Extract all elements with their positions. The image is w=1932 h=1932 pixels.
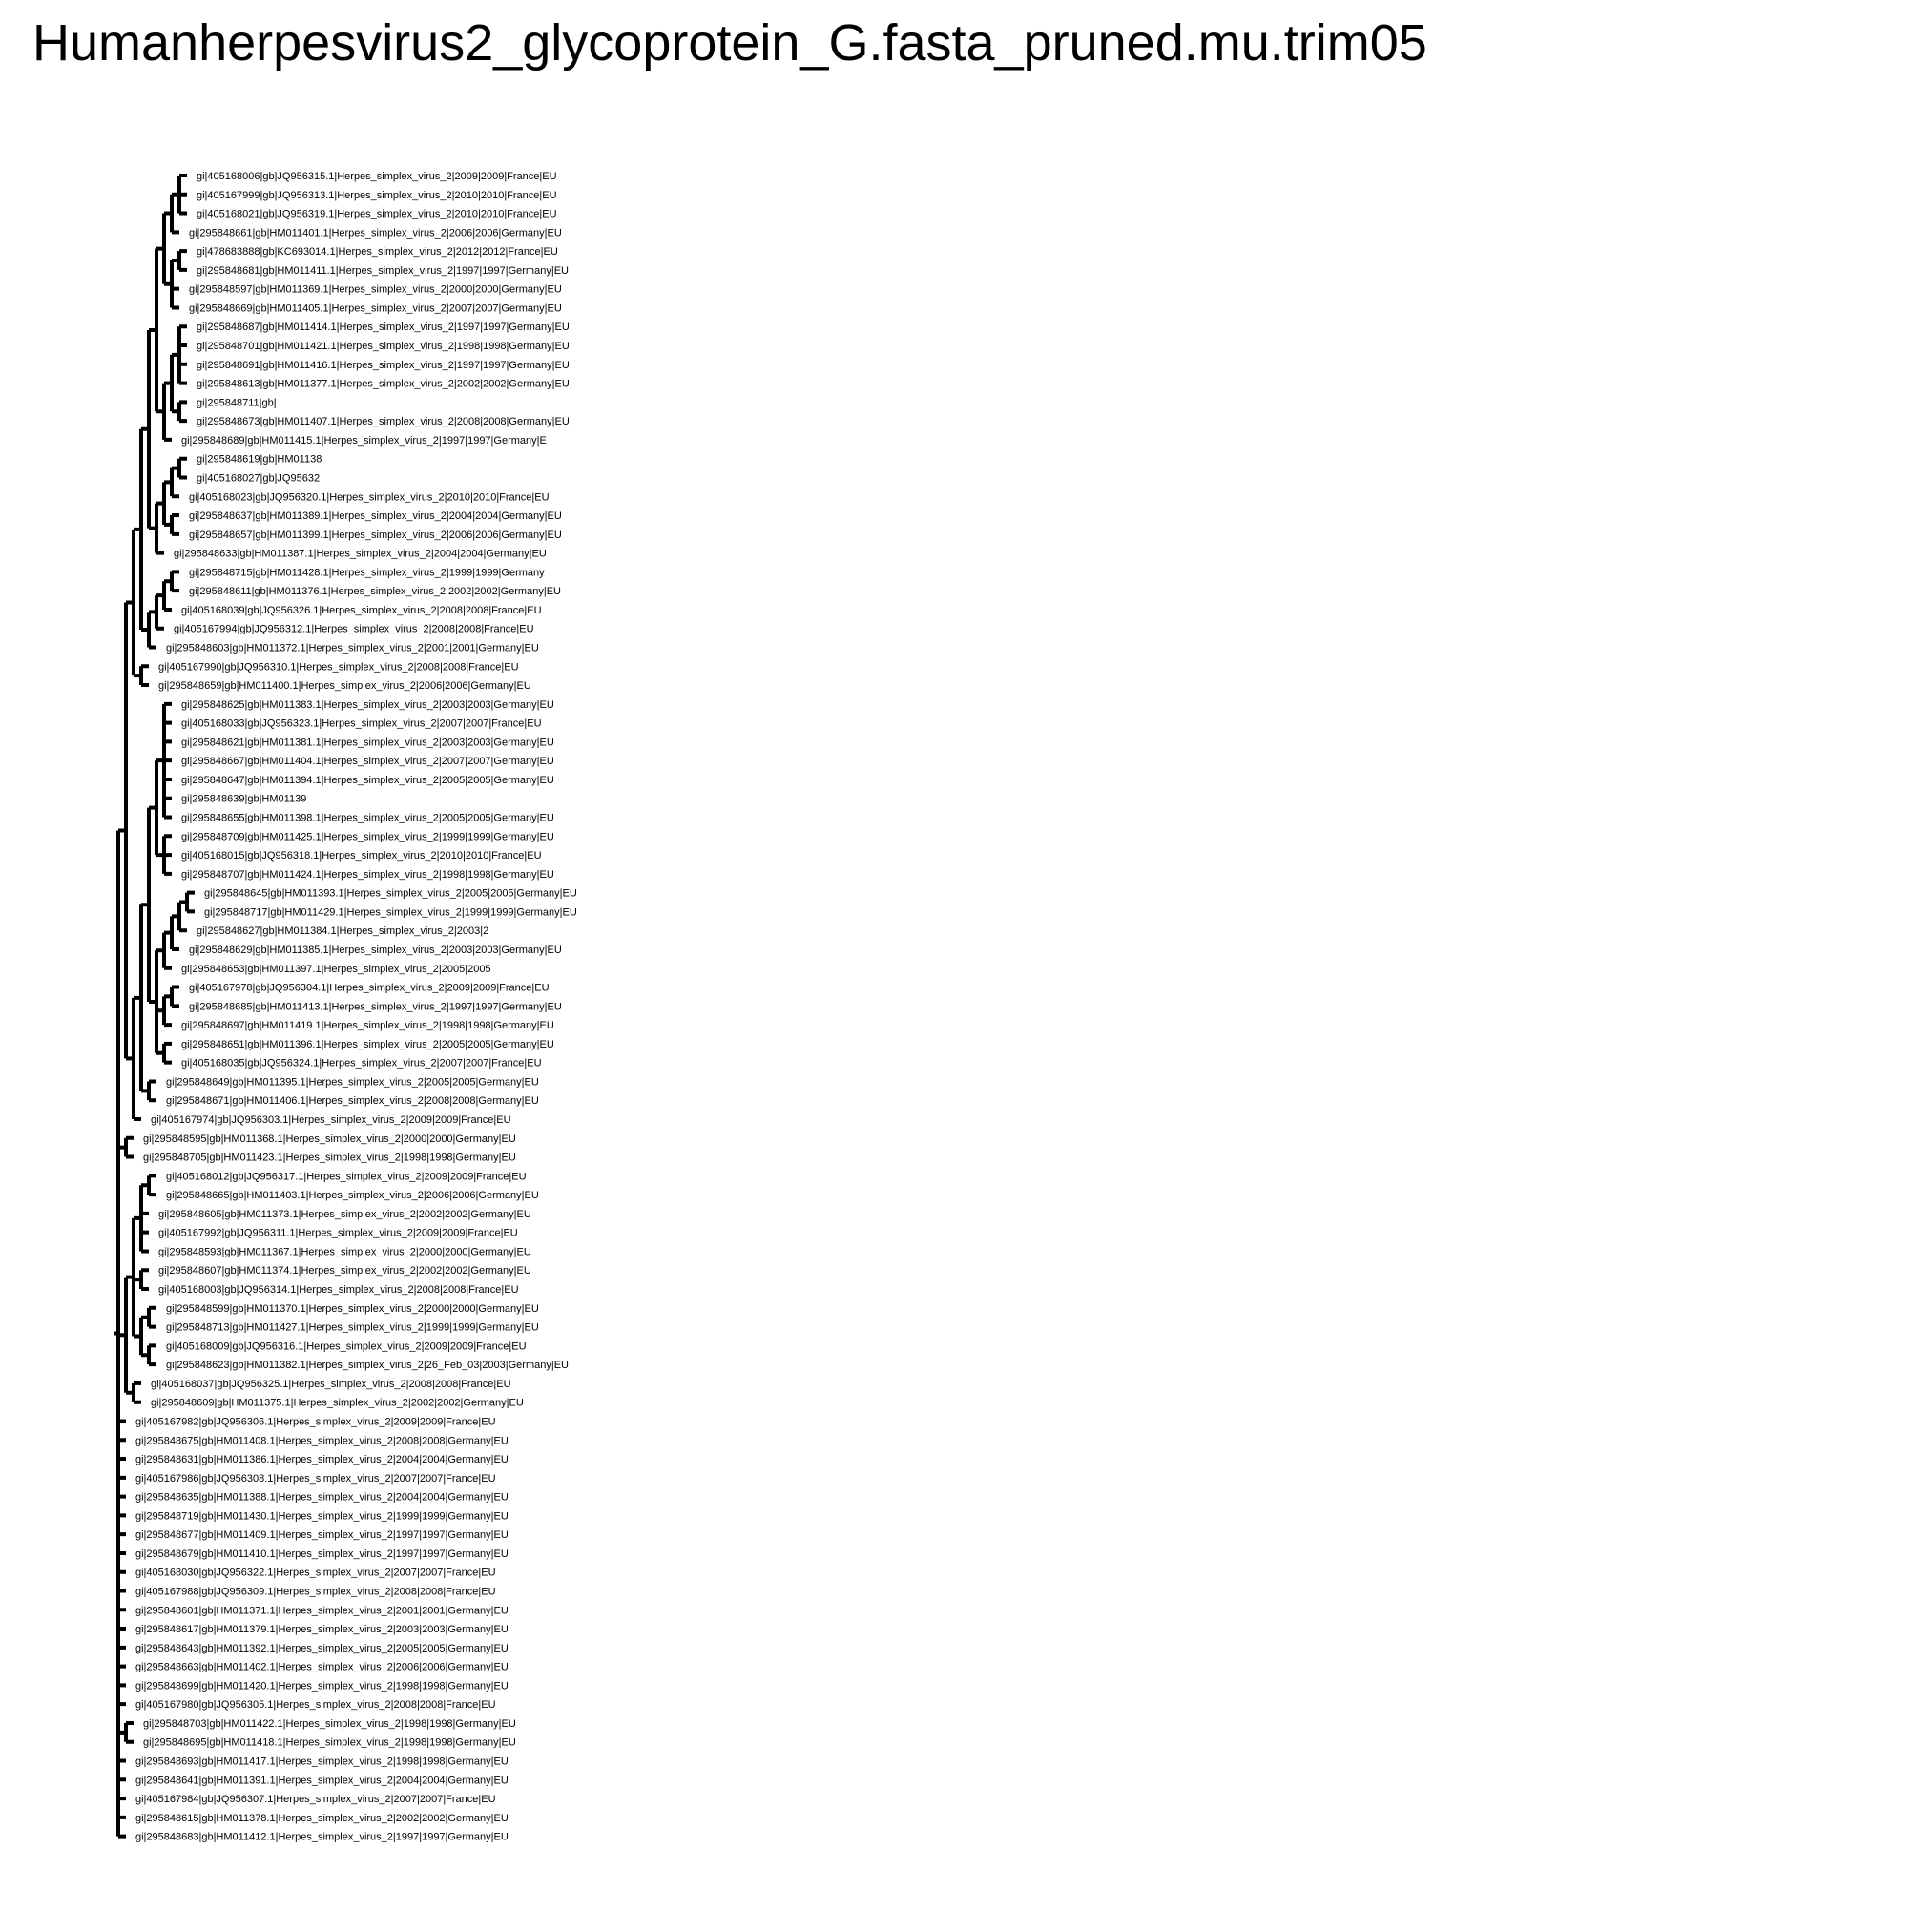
tip-label-33: gi|295848639|gb|HM01139 — [181, 794, 306, 805]
tip-label-52: gi|295848705|gb|HM011423.1|Herpes_simple… — [143, 1153, 516, 1164]
tip-label-49: gi|295848671|gb|HM011406.1|Herpes_simple… — [166, 1095, 539, 1107]
tip-label-31: gi|295848667|gb|HM011404.1|Herpes_simple… — [181, 756, 554, 767]
tip-label-61: gi|295848713|gb|HM011427.1|Herpes_simple… — [166, 1322, 539, 1334]
tip-label-78: gi|295848643|gb|HM011392.1|Herpes_simple… — [135, 1643, 509, 1654]
tip-label-74: gi|405168030|gb|JQ956322.1|Herpes_simple… — [135, 1568, 496, 1579]
tip-label-79: gi|295848663|gb|HM011402.1|Herpes_simple… — [135, 1662, 509, 1673]
tip-label-18: gi|295848637|gb|HM011389.1|Herpes_simple… — [189, 510, 562, 522]
tip-label-32: gi|295848647|gb|HM011394.1|Herpes_simple… — [181, 775, 554, 786]
tip-label-73: gi|295848679|gb|HM011410.1|Herpes_simple… — [135, 1548, 509, 1560]
tip-label-70: gi|295848635|gb|HM011388.1|Herpes_simple… — [135, 1492, 509, 1504]
tip-label-82: gi|295848703|gb|HM011422.1|Herpes_simple… — [143, 1718, 516, 1730]
tip-label-9: gi|295848701|gb|HM011421.1|Herpes_simple… — [197, 341, 570, 352]
tip-label-81: gi|405167980|gb|JQ956305.1|Herpes_simple… — [135, 1699, 496, 1711]
tip-label-19: gi|295848657|gb|HM011399.1|Herpes_simple… — [189, 530, 562, 541]
tip-label-15: gi|295848619|gb|HM01138 — [197, 454, 322, 466]
tip-label-25: gi|295848603|gb|HM011372.1|Herpes_simple… — [166, 643, 539, 654]
tip-label-84: gi|295848693|gb|HM011417.1|Herpes_simple… — [135, 1756, 509, 1768]
tip-label-65: gi|295848609|gb|HM011375.1|Herpes_simple… — [151, 1398, 524, 1409]
tip-label-17: gi|405168023|gb|JQ956320.1|Herpes_simple… — [189, 491, 550, 503]
tip-label-87: gi|295848615|gb|HM011378.1|Herpes_simple… — [135, 1813, 509, 1824]
tree-branches — [114, 174, 195, 1839]
tip-label-62: gi|405168009|gb|JQ956316.1|Herpes_simple… — [166, 1340, 527, 1352]
tip-label-28: gi|295848625|gb|HM011383.1|Herpes_simple… — [181, 699, 554, 711]
tip-label-68: gi|295848631|gb|HM011386.1|Herpes_simple… — [135, 1454, 509, 1465]
tip-label-85: gi|295848641|gb|HM011391.1|Herpes_simple… — [135, 1775, 509, 1786]
tip-label-54: gi|295848665|gb|HM011403.1|Herpes_simple… — [166, 1190, 539, 1201]
tip-label-22: gi|295848611|gb|HM011376.1|Herpes_simple… — [189, 586, 561, 597]
tip-label-1: gi|405167999|gb|JQ956313.1|Herpes_simple… — [197, 190, 557, 201]
tip-label-8: gi|295848687|gb|HM011414.1|Herpes_simple… — [197, 322, 570, 333]
tip-label-16: gi|405168027|gb|JQ95632 — [197, 472, 320, 484]
tip-label-30: gi|295848621|gb|HM011381.1|Herpes_simple… — [181, 737, 554, 748]
tip-label-51: gi|295848595|gb|HM011368.1|Herpes_simple… — [143, 1133, 516, 1145]
tip-label-0: gi|405168006|gb|JQ956315.1|Herpes_simple… — [197, 171, 557, 182]
tip-label-46: gi|295848651|gb|HM011396.1|Herpes_simple… — [181, 1039, 554, 1050]
tip-label-7: gi|295848669|gb|HM011405.1|Herpes_simple… — [189, 302, 562, 314]
tip-label-29: gi|405168033|gb|JQ956323.1|Herpes_simple… — [181, 718, 542, 730]
tip-label-50: gi|405167974|gb|JQ956303.1|Herpes_simple… — [151, 1114, 511, 1126]
tip-label-76: gi|295848601|gb|HM011371.1|Herpes_simple… — [135, 1605, 509, 1616]
tip-label-38: gi|295848645|gb|HM011393.1|Herpes_simple… — [204, 888, 577, 900]
tip-label-53: gi|405168012|gb|JQ956317.1|Herpes_simple… — [166, 1171, 527, 1182]
tip-label-21: gi|295848715|gb|HM011428.1|Herpes_simple… — [189, 567, 545, 578]
tip-label-2: gi|405168021|gb|JQ956319.1|Herpes_simple… — [197, 209, 557, 220]
tip-label-59: gi|405168003|gb|JQ956314.1|Herpes_simple… — [158, 1284, 519, 1296]
tip-label-24: gi|405167994|gb|JQ956312.1|Herpes_simple… — [174, 624, 534, 635]
tip-label-39: gi|295848717|gb|HM011429.1|Herpes_simple… — [204, 906, 577, 918]
tip-label-40: gi|295848627|gb|HM011384.1|Herpes_simple… — [197, 925, 488, 937]
tip-label-64: gi|405168037|gb|JQ956325.1|Herpes_simple… — [151, 1379, 511, 1390]
tip-label-83: gi|295848695|gb|HM011418.1|Herpes_simple… — [143, 1737, 516, 1749]
tip-label-42: gi|295848653|gb|HM011397.1|Herpes_simple… — [181, 964, 491, 975]
tip-label-4: gi|478683888|gb|KC693014.1|Herpes_simple… — [197, 246, 558, 258]
tip-label-57: gi|295848593|gb|HM011367.1|Herpes_simple… — [158, 1246, 531, 1257]
tip-label-3: gi|295848661|gb|HM011401.1|Herpes_simple… — [189, 227, 562, 239]
page-title: Humanherpesvirus2_glycoprotein_G.fasta_p… — [32, 14, 1427, 72]
tip-label-48: gi|295848649|gb|HM011395.1|Herpes_simple… — [166, 1076, 539, 1088]
tip-label-14: gi|295848689|gb|HM011415.1|Herpes_simple… — [181, 435, 547, 447]
tip-label-27: gi|295848659|gb|HM011400.1|Herpes_simple… — [158, 680, 531, 692]
tip-label-26: gi|405167990|gb|JQ956310.1|Herpes_simple… — [158, 661, 519, 673]
tip-label-34: gi|295848655|gb|HM011398.1|Herpes_simple… — [181, 813, 554, 824]
tip-label-56: gi|405167992|gb|JQ956311.1|Herpes_simple… — [158, 1228, 518, 1239]
tip-label-37: gi|295848707|gb|HM011424.1|Herpes_simple… — [181, 869, 554, 881]
tip-label-13: gi|295848673|gb|HM011407.1|Herpes_simple… — [197, 416, 570, 427]
tip-label-43: gi|405167978|gb|JQ956304.1|Herpes_simple… — [189, 983, 550, 994]
tip-label-41: gi|295848629|gb|HM011385.1|Herpes_simple… — [189, 945, 562, 956]
tip-label-36: gi|405168015|gb|JQ956318.1|Herpes_simple… — [181, 850, 542, 862]
tip-label-75: gi|405167988|gb|JQ956309.1|Herpes_simple… — [135, 1587, 496, 1598]
tip-label-72: gi|295848677|gb|HM011409.1|Herpes_simple… — [135, 1529, 509, 1541]
tip-label-12: gi|295848711|gb| — [197, 397, 277, 408]
tip-label-80: gi|295848699|gb|HM011420.1|Herpes_simple… — [135, 1680, 509, 1692]
tip-label-66: gi|405167982|gb|JQ956306.1|Herpes_simple… — [135, 1416, 496, 1427]
tip-label-55: gi|295848605|gb|HM011373.1|Herpes_simple… — [158, 1209, 531, 1220]
tip-label-67: gi|295848675|gb|HM011408.1|Herpes_simple… — [135, 1435, 509, 1446]
tip-label-58: gi|295848607|gb|HM011374.1|Herpes_simple… — [158, 1265, 531, 1277]
tip-label-71: gi|295848719|gb|HM011430.1|Herpes_simple… — [135, 1510, 509, 1522]
tip-label-88: gi|295848683|gb|HM011412.1|Herpes_simple… — [135, 1832, 509, 1843]
tip-label-77: gi|295848617|gb|HM011379.1|Herpes_simple… — [135, 1624, 509, 1635]
tip-label-20: gi|295848633|gb|HM011387.1|Herpes_simple… — [174, 549, 547, 560]
tip-label-69: gi|405167986|gb|JQ956308.1|Herpes_simple… — [135, 1473, 496, 1485]
tip-label-60: gi|295848599|gb|HM011370.1|Herpes_simple… — [166, 1303, 539, 1315]
tip-label-6: gi|295848597|gb|HM011369.1|Herpes_simple… — [189, 284, 562, 296]
tip-label-11: gi|295848613|gb|HM011377.1|Herpes_simple… — [197, 379, 570, 390]
tip-label-47: gi|405168035|gb|JQ956324.1|Herpes_simple… — [181, 1058, 542, 1070]
tip-label-35: gi|295848709|gb|HM011425.1|Herpes_simple… — [181, 831, 554, 842]
tip-label-63: gi|295848623|gb|HM011382.1|Herpes_simple… — [166, 1360, 569, 1371]
tip-label-10: gi|295848691|gb|HM011416.1|Herpes_simple… — [197, 360, 570, 371]
tip-label-45: gi|295848697|gb|HM011419.1|Herpes_simple… — [181, 1020, 554, 1031]
tip-label-44: gi|295848685|gb|HM011413.1|Herpes_simple… — [189, 1001, 562, 1012]
tip-label-86: gi|405167984|gb|JQ956307.1|Herpes_simple… — [135, 1794, 496, 1805]
tip-label-5: gi|295848681|gb|HM011411.1|Herpes_simple… — [197, 265, 569, 277]
tip-label-23: gi|405168039|gb|JQ956326.1|Herpes_simple… — [181, 605, 542, 616]
